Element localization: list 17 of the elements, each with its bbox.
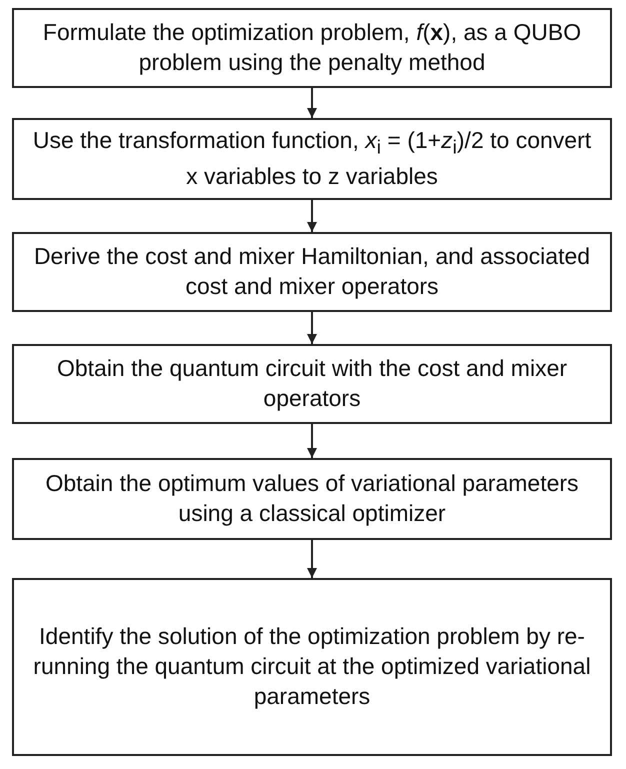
process-box bbox=[12, 578, 612, 756]
step-text: Obtain the quantum circuit with the cost and mixer operators bbox=[56, 354, 568, 413]
arrow bbox=[307, 312, 317, 344]
arrow bbox=[307, 200, 317, 232]
process-box bbox=[12, 344, 612, 424]
arrow bbox=[307, 540, 317, 578]
step-text: Use the transformation function, x$_{i}$ = (1+z$_{i}$)/2 to convert x variables to z variables bbox=[32, 126, 592, 191]
process-box bbox=[12, 8, 612, 88]
step-text: Obtain the optimum values of variational parameters using a classical optimizer bbox=[44, 469, 580, 528]
arrow bbox=[307, 88, 317, 118]
step-text: Derive the cost and mixer Hamiltonian, and associated cost and mixer operators bbox=[32, 242, 592, 301]
step-text: Identify the solution of the optimization problem by re-running the quantum circuit at the optimized variational parameters bbox=[32, 622, 592, 711]
process-box bbox=[12, 458, 612, 540]
process-box bbox=[12, 118, 612, 200]
step-text: Formulate the optimization problem, f(x), as a QUBO problem using the penalty method bbox=[42, 18, 582, 77]
process-box bbox=[12, 232, 612, 312]
arrow bbox=[307, 424, 317, 458]
